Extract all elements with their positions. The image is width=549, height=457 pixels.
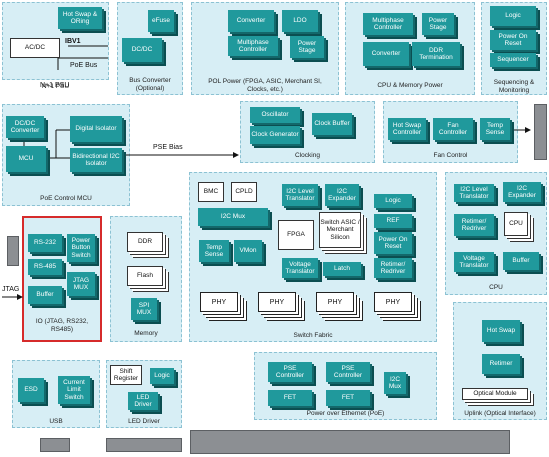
sequencing-label: Sequencing & Monitoring (493, 79, 535, 94)
hotswap-oring-block: Hot Swap & ORing (58, 7, 102, 29)
cpu-i2c-expander-block: I2C Expander (503, 182, 541, 202)
clocking-label: Clocking (295, 152, 320, 159)
cpu-mem-power-label: CPU & Memory Power (377, 82, 443, 89)
io-buffer-block: Buffer (28, 286, 62, 304)
usb-label: USB (49, 418, 63, 425)
fan-controller-block: Fan Controller (433, 118, 473, 140)
sf-logic-block: Logic (374, 194, 412, 208)
poe-i2c-mux-block: I2C Mux (384, 372, 406, 394)
rs485-block: RS-485 (28, 259, 62, 275)
cpu-chip-block: CPU (504, 212, 528, 236)
switch-asic-block: Switch ASIC / Merchant Silicon (319, 212, 361, 248)
fan-hotswap-block: Hot Swap Controller (388, 118, 426, 140)
phy-3: PHY (316, 292, 354, 312)
pol-power-label: POL Power (FPGA, ASIC, Merchant SI, Cloc… (208, 78, 322, 93)
poe-fet-2-block: FET (326, 390, 370, 406)
ethernet-ports-icon (190, 430, 510, 454)
cpu-buffer-block: Buffer (503, 252, 539, 270)
phy-4: PHY (374, 292, 412, 312)
pse-controller-1-block: PSE Controller (268, 362, 312, 382)
sf-i2c-level-block: I2C Level Translator (282, 184, 318, 206)
phy-2: PHY (258, 292, 296, 312)
poe-bus-label: PoE Bus (70, 62, 98, 69)
n1-psu-label: N+1 PSU (40, 82, 70, 89)
bidir-i2c-isolator-block: Bidirectional I2C Isolator (70, 148, 122, 172)
cm-multiphase-block: Multiphase Controller (363, 13, 413, 35)
pse-bias-label: PSE Bias (153, 144, 183, 151)
jtag-mux-block: JTAG MUX (67, 272, 95, 296)
poe-fet-1-block: FET (268, 390, 312, 406)
io-highlight: IO (JTAG, RS232, RS485) (22, 216, 102, 342)
esd-block: ESD (18, 378, 44, 402)
led-logic-block: Logic (150, 368, 174, 384)
seq-sequencer-block: Sequencer (490, 53, 536, 67)
cm-converter-block: Converter (363, 42, 409, 66)
cm-power-stage-block: Power Stage (422, 13, 454, 35)
io-label: IO (JTAG, RS232, RS485) (35, 318, 89, 333)
sf-vmon-block: VMon (234, 240, 262, 262)
uplink-retimer-block: Retimer (482, 354, 520, 374)
fan-control-label: Fan Control (433, 152, 468, 159)
digital-isolator-block: Digital Isolator (70, 116, 122, 142)
pse-controller-2-block: PSE Controller (326, 362, 370, 382)
pol-multiphase-block: Multiphase Controller (228, 36, 278, 56)
sf-i2c-mux-block: I2C Mux (198, 208, 268, 226)
serial-connector-icon (7, 236, 19, 266)
cm-ddr-termination-block: DDR Termination (412, 42, 460, 66)
bmc-block: BMC (198, 182, 224, 202)
ibv1-label: IBV1 (65, 38, 81, 45)
pol-ldo-block: LDO (282, 10, 318, 32)
sf-voltage-translator-block: Voltage Translator (282, 258, 318, 278)
switch-fabric-label: Switch Fabric (293, 332, 333, 339)
sf-temp-sense-block: Temp Sense (199, 240, 229, 262)
mcu-dcdc-block: DC/DC Converter (6, 116, 44, 138)
sf-i2c-expander-block: I2C Expander (325, 184, 359, 206)
led-driver-block: LED Driver (128, 392, 158, 410)
fpga-block: FPGA (278, 220, 314, 250)
oscillator-block: Oscillator (250, 107, 300, 123)
clock-buffer-block: Clock Buffer (312, 113, 352, 135)
sf-por-block: Power On Reset (374, 232, 412, 254)
sf-latch-block: Latch (323, 262, 361, 276)
memory-label: Memory (134, 330, 158, 337)
cpld-block: CPLD (231, 182, 257, 202)
fan-connector-icon (534, 104, 547, 160)
psu-label: N+1 PSU (41, 83, 70, 90)
fan-temp-sense-block: Temp Sense (480, 118, 510, 140)
seq-por-block: Power On Reset (490, 30, 536, 50)
cpu-retimer-block: Retimer/ Redriver (454, 214, 494, 236)
cpu-label: CPU (489, 284, 503, 291)
power-button-switch-block: Power Button Switch (67, 234, 95, 262)
dcdc-block: DC/DC (122, 38, 162, 62)
poe-mcu-label: PoE Control MCU (40, 195, 92, 202)
shift-register-block: Shift Register (110, 365, 142, 385)
clock-generator-block: Clock Generator (250, 126, 300, 144)
mcu-block: MCU (6, 146, 46, 172)
acdc-block: AC/DC (10, 38, 60, 58)
efuse-block: eFuse (148, 10, 174, 32)
uplink-label: Uplink (Optical Interface) (464, 410, 536, 417)
usb-connector-icon (40, 438, 70, 452)
cpu-i2c-level-block: I2C Level Translator (454, 184, 494, 202)
poe-label: Power over Ethernet (PoE) (306, 410, 385, 417)
current-limit-switch-block: Current Limit Switch (58, 376, 90, 404)
optical-module-block: Optical Module (462, 388, 528, 400)
led-label: LED Driver (128, 418, 160, 425)
phy-1: PHY (200, 292, 238, 312)
uplink-hotswap-block: Hot Swap (482, 320, 520, 342)
seq-logic-block: Logic (490, 6, 536, 26)
bus-converter-label: Bus Converter (Optional) (129, 77, 171, 92)
ddr-block: DDR (127, 232, 163, 252)
pol-power-stage-block: Power Stage (290, 36, 324, 58)
jtag-label: JTAG (2, 286, 20, 293)
sf-ref-block: REF (374, 214, 412, 228)
flash-block: Flash (127, 266, 163, 286)
cpu-voltage-translator-block: Voltage Translator (454, 252, 494, 272)
led-array-icon (106, 438, 182, 452)
sf-retimer-block: Retimer/ Redriver (374, 258, 412, 278)
rs232-block: RS-232 (28, 234, 62, 252)
pol-converter-block: Converter (228, 10, 274, 32)
spi-mux-block: SPI MUX (131, 298, 157, 320)
